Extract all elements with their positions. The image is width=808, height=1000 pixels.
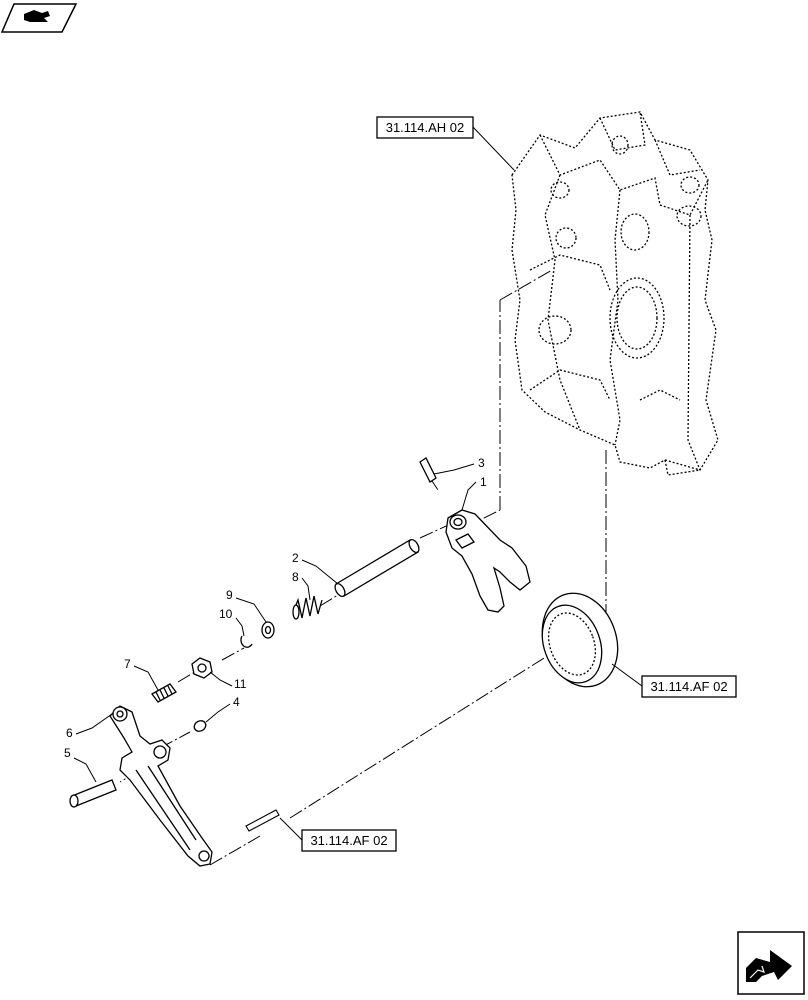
callout-label-8: 8 [292, 570, 299, 584]
callout-5: 5 [64, 746, 97, 783]
synchronizer-ring [541, 592, 619, 688]
callout-4: 4 [205, 695, 240, 723]
callout-label-3: 3 [478, 456, 485, 470]
callout-11: 11 [209, 671, 247, 691]
part-9-washer [261, 621, 275, 639]
part-3-roll-pin [419, 457, 437, 483]
callout-1: 1 [461, 475, 487, 511]
reference-box-housing[interactable]: 31.114.AH 02 [376, 116, 515, 171]
book-navigation-icon[interactable] [0, 3, 78, 33]
transmission-housing [511, 111, 719, 476]
callout-label-11: 11 [234, 677, 247, 691]
reference-box-ring[interactable]: 31.114.AF 02 [611, 663, 737, 698]
part-4-o-ring [193, 720, 207, 732]
callout-6: 6 [66, 713, 113, 740]
callout-9: 9 [226, 588, 267, 623]
callout-label-1: 1 [480, 475, 487, 489]
reference-label-ring[interactable]: 31.114.AF 02 [650, 679, 727, 694]
callout-label-6: 6 [66, 726, 73, 740]
part-10-snap-ring [240, 635, 253, 648]
part-1-shift-fork [445, 509, 531, 613]
callout-label-4: 4 [233, 695, 240, 709]
reference-box-lever[interactable]: 31.114.AF 02 [279, 817, 397, 852]
previous-page-arrow-icon[interactable] [737, 931, 805, 995]
callout-2: 2 [292, 551, 339, 585]
callout-8: 8 [292, 570, 311, 601]
part-8-spring [292, 595, 323, 620]
part-5-pivot-pin [69, 779, 117, 808]
part-7-set-screw [151, 683, 177, 703]
callout-7: 7 [124, 657, 159, 691]
part-6-shift-lever [109, 705, 213, 867]
callout-label-7: 7 [124, 657, 131, 671]
callout-10: 10 [219, 607, 245, 637]
reference-label-lever[interactable]: 31.114.AF 02 [310, 833, 387, 848]
dowel-pin [245, 809, 280, 832]
part-11-nut [191, 657, 213, 679]
part-2-shift-rail [334, 538, 420, 598]
reference-label-housing[interactable]: 31.114.AH 02 [386, 120, 465, 135]
callout-label-9: 9 [226, 588, 233, 602]
callout-label-10: 10 [219, 607, 233, 621]
callout-label-2: 2 [292, 551, 299, 565]
callout-label-5: 5 [64, 746, 71, 760]
callout-3: 3 [433, 456, 485, 475]
